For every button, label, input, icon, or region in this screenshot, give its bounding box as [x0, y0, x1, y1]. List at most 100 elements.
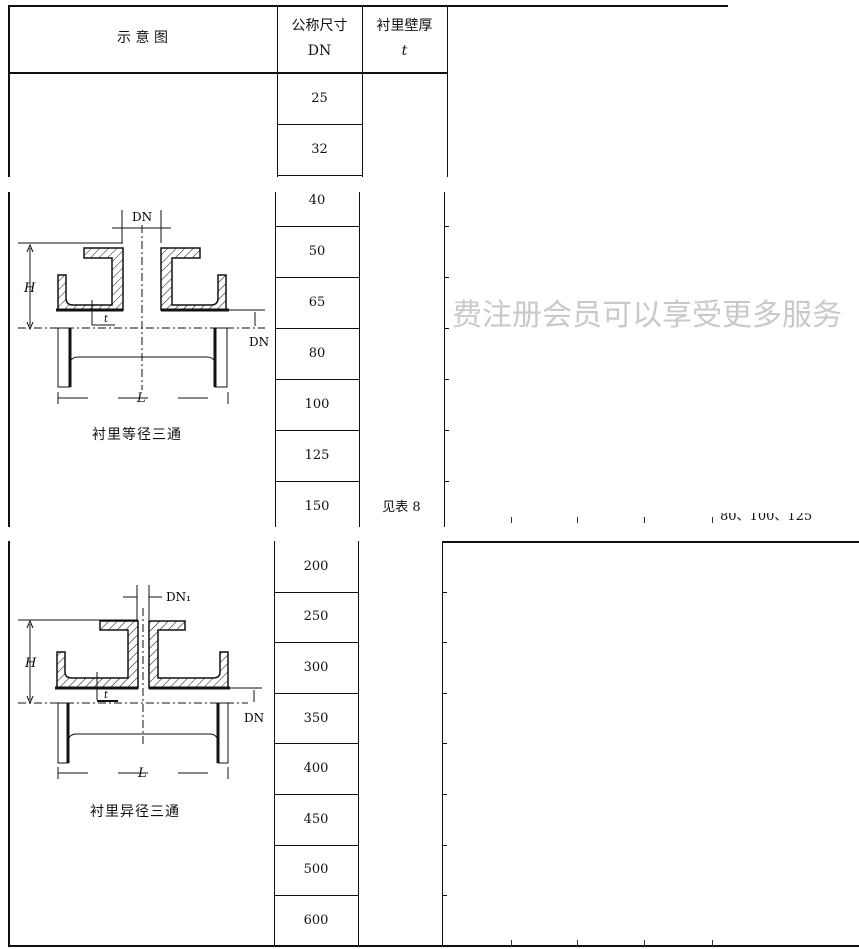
table-left-border	[8, 541, 10, 946]
table-row-dn: 300	[274, 642, 358, 693]
header-dn-line2: DN	[307, 42, 332, 59]
table-row-dn: 80	[275, 328, 359, 379]
label-l: L	[137, 766, 147, 781]
table-row-dn: 200	[274, 541, 358, 592]
dn-value: 250	[303, 609, 329, 625]
table-row-dn: 150	[275, 481, 359, 532]
row-tick	[444, 379, 449, 380]
table-row-dn: 32	[277, 124, 362, 175]
col-divider	[447, 5, 448, 177]
row-divider	[275, 328, 359, 329]
row-divider	[275, 277, 359, 278]
col-divider	[362, 5, 363, 177]
row-tick	[442, 642, 447, 644]
equal-tee-diagram: DN DN H L t	[18, 210, 269, 406]
row-tick	[442, 591, 447, 593]
dn-value: 125	[304, 448, 330, 463]
col-divider	[358, 541, 359, 946]
table-row-dn: 25	[277, 73, 362, 124]
row-tick	[444, 226, 449, 227]
dn-value: 450	[303, 811, 329, 827]
label-dn-side: DN	[249, 335, 269, 349]
tee-drawing	[18, 210, 265, 404]
row-tick	[444, 430, 449, 431]
table-left-border	[8, 192, 10, 527]
row-tick	[442, 692, 447, 694]
dn-value: 100	[304, 397, 330, 412]
row-divider	[275, 481, 359, 482]
label-t: t	[104, 314, 109, 325]
dn-value: 32	[311, 142, 328, 157]
dn-value: 350	[303, 710, 329, 726]
row-divider	[274, 743, 358, 745]
row-divider	[274, 844, 358, 846]
row-tick	[442, 794, 447, 795]
col-divider	[359, 192, 360, 527]
tick	[644, 517, 645, 523]
row-divider	[277, 124, 362, 125]
header-thickness-line2: t	[401, 42, 408, 59]
header-thickness: 衬里壁厚 t	[362, 5, 447, 72]
header-thickness-line1: 衬里壁厚	[376, 17, 433, 34]
row-tick	[444, 328, 449, 329]
table-row-dn: 40	[275, 175, 359, 226]
table-row-dn: 400	[274, 743, 358, 794]
table-row-dn: 450	[274, 794, 358, 845]
tick	[577, 517, 578, 523]
row-divider	[274, 895, 358, 897]
reducing-tee-diagram: DN₁ DN H L t	[18, 585, 264, 781]
header-bottom-rule	[8, 72, 448, 74]
dn-value: 50	[308, 244, 326, 259]
row-divider	[275, 430, 359, 431]
tick	[712, 517, 713, 523]
section3-top-rule	[442, 541, 859, 543]
table-row-dn: 250	[274, 592, 358, 643]
row-divider	[275, 379, 359, 380]
table-row-dn: 125	[275, 430, 359, 481]
row-divider	[274, 794, 358, 795]
row-divider	[274, 591, 358, 593]
table-bottom-rule	[8, 945, 859, 947]
header-diagram: 示 意 图	[8, 5, 277, 72]
watermark: 费注册会员可以享受更多服务	[452, 298, 842, 333]
label-h: H	[24, 656, 37, 671]
row-tick	[442, 743, 447, 745]
col-divider	[444, 192, 445, 527]
row-divider	[274, 692, 358, 694]
label-dn-top: DN	[132, 210, 152, 224]
tick	[644, 940, 645, 946]
header-dn-line1: 公称尺寸	[291, 17, 348, 34]
label-t: t	[104, 690, 109, 701]
row-tick	[444, 481, 449, 482]
col-divider	[275, 192, 276, 527]
tick	[577, 940, 578, 946]
row-divider	[277, 175, 362, 176]
dn-value: 400	[303, 761, 329, 777]
tick	[511, 940, 512, 946]
label-dn-side: DN	[244, 711, 264, 725]
table-row-dn: 100	[275, 379, 359, 430]
table-row-dn: 600	[274, 895, 358, 946]
row-tick	[442, 895, 447, 897]
dn-value: 150	[304, 499, 330, 514]
dn-value: 40	[308, 193, 326, 208]
table-row-dn: 65	[275, 277, 359, 328]
label-dn1-top: DN₁	[166, 590, 191, 604]
table-top-rule	[8, 5, 728, 7]
tick	[712, 940, 713, 946]
thickness-note: 见表 8	[359, 480, 444, 531]
table-row-dn: 350	[274, 693, 358, 744]
dn-value: 80	[308, 346, 326, 361]
cutoff-text: 80、100、125	[720, 513, 813, 522]
dn-value: 300	[303, 659, 329, 675]
label-h: H	[23, 281, 36, 296]
caption-equal-tee: 衬里等径三通	[92, 427, 182, 443]
dn-value: 65	[308, 295, 326, 310]
dn-value: 200	[303, 558, 329, 574]
label-l: L	[136, 391, 146, 406]
caption-reducing-tee: 衬里异径三通	[90, 804, 180, 820]
table-left-border	[8, 5, 10, 177]
row-tick	[444, 277, 449, 278]
row-tick	[442, 844, 447, 846]
tick	[511, 517, 512, 523]
